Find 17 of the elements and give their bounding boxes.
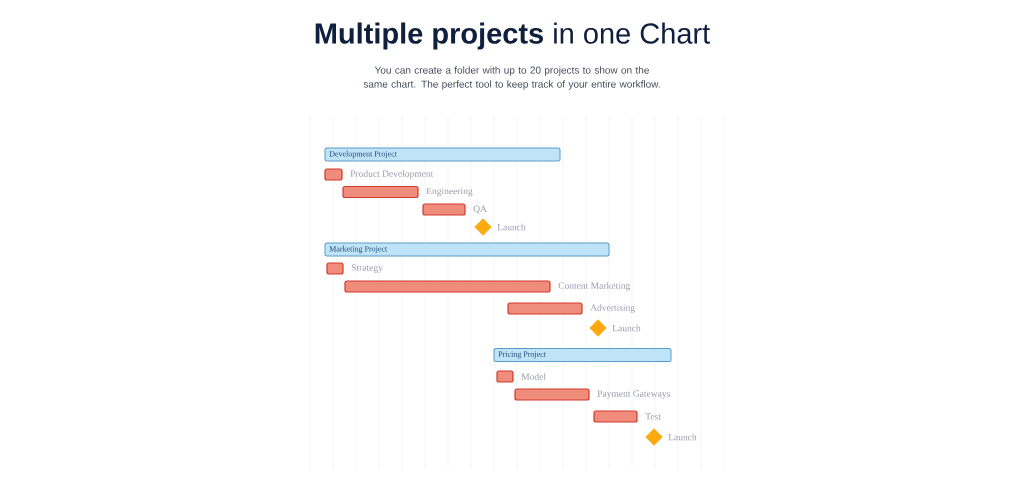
task-label: Launch <box>497 223 526 231</box>
task-label: Engineering <box>426 187 473 197</box>
task-label: Test <box>645 413 661 420</box>
project-bar: Development Project <box>324 147 561 162</box>
task-label: Strategy <box>351 264 383 273</box>
task-label: Advertising <box>590 304 635 313</box>
task-label: Launch <box>668 433 697 441</box>
project-bar: Pricing Project <box>493 348 672 362</box>
task-label: Content Marketing <box>558 282 631 291</box>
task-label: Launch <box>612 324 641 332</box>
subtitle: You can create a folder with up to 20 projects to show on the same chart. The perfect tool to keep track of your entire workflow. <box>363 66 660 90</box>
task-label: Product Development <box>350 170 434 179</box>
task-label: Payment Gateways <box>597 390 670 399</box>
task-label: Model <box>521 373 546 380</box>
project-bar: Marketing Project <box>324 242 610 257</box>
task-label: QA <box>473 205 487 214</box>
title: Multiple projects in one Chart <box>315 22 710 50</box>
